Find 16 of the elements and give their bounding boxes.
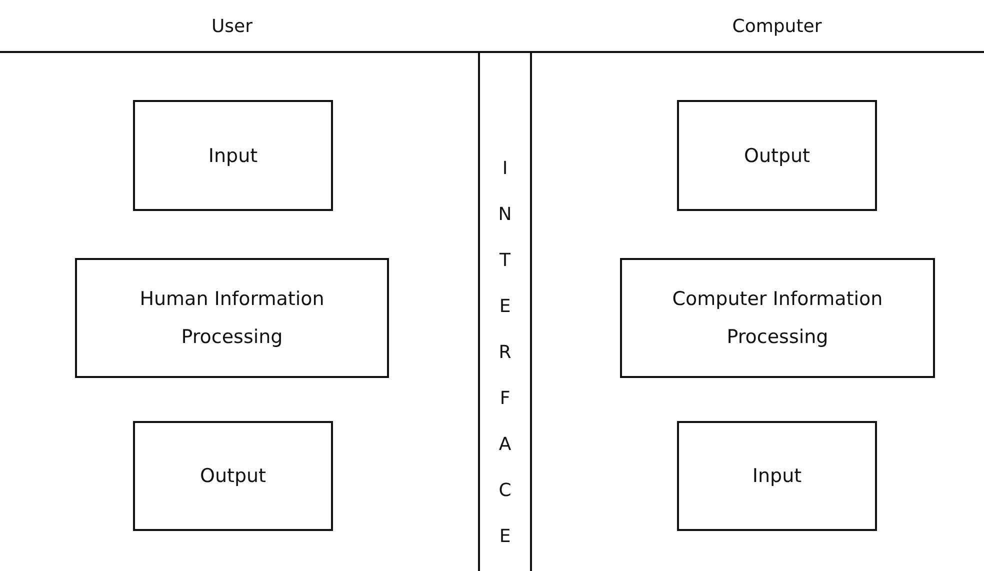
process-box xyxy=(677,100,877,211)
process-box xyxy=(133,100,333,211)
box-label: Computer Information Processing xyxy=(671,287,884,350)
box-label: Output xyxy=(743,144,811,168)
box-label: Input xyxy=(751,464,803,489)
process-box xyxy=(75,258,389,378)
band-label: INTERFACE xyxy=(497,157,513,549)
column-heading: User xyxy=(211,16,253,37)
column-heading: Computer xyxy=(732,16,822,37)
interface-band xyxy=(478,52,532,571)
box-label: Output xyxy=(199,464,267,489)
box-label: Input xyxy=(207,144,259,168)
process-box xyxy=(620,258,935,378)
process-box xyxy=(677,421,877,531)
box-label: Human Information Processing xyxy=(138,287,326,350)
process-box xyxy=(133,421,333,531)
